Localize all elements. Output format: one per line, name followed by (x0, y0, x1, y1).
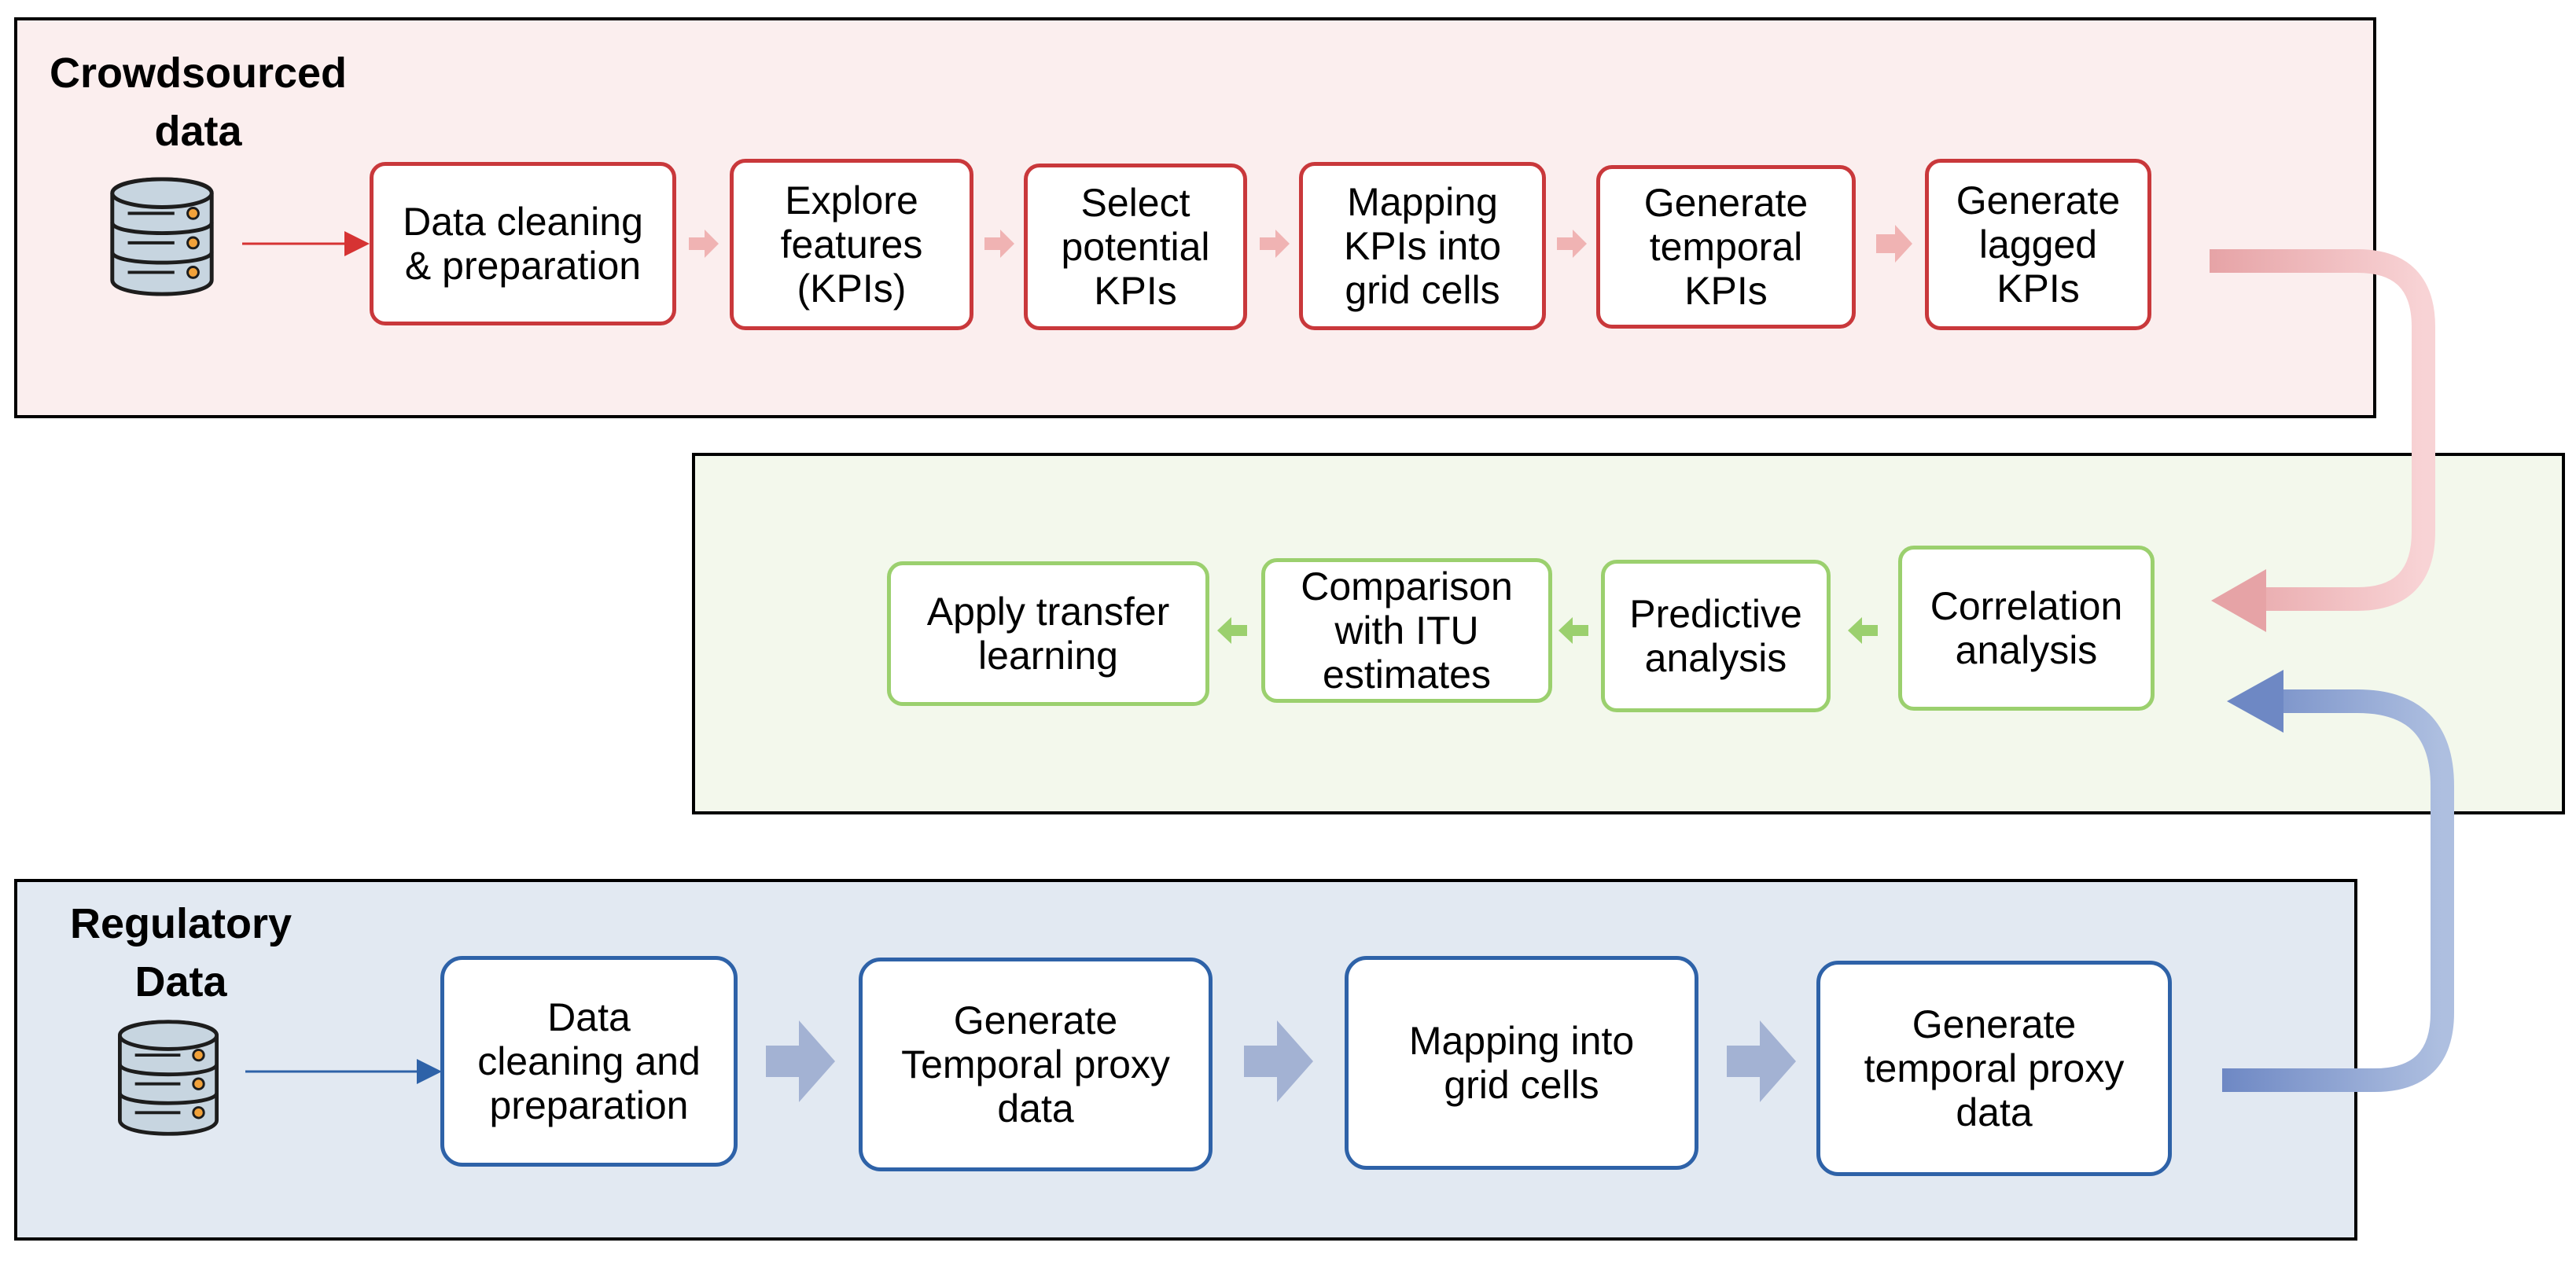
crowd-step-select-kpis: Select potential KPIs (1024, 164, 1247, 330)
crowd-step-mapping-kpis: Mapping KPIs into grid cells (1299, 162, 1546, 330)
crowdsourced-title: Crowdsourced data (49, 50, 348, 155)
database-icon (110, 177, 214, 296)
reg-step-temporal-proxy-2: Generate temporal proxy data (1816, 961, 2172, 1176)
reg-step-temporal-proxy: Generate Temporal proxy data (859, 958, 1213, 1171)
reg-step-data-cleaning: Data cleaning and preparation (440, 956, 738, 1167)
database-icon (117, 1020, 219, 1136)
reg-step-mapping-grid: Mapping into grid cells (1345, 956, 1698, 1170)
crowd-step-temporal-kpis: Generate temporal KPIs (1596, 165, 1856, 329)
analysis-step-transfer-learning: Apply transfer learning (887, 561, 1209, 706)
crowd-step-data-cleaning: Data cleaning & preparation (370, 162, 676, 325)
crowd-step-lagged-kpis: Generate lagged KPIs (1925, 159, 2151, 330)
analysis-step-correlation: Correlation analysis (1898, 546, 2155, 711)
analysis-step-predictive: Predictive analysis (1601, 560, 1831, 712)
crowd-step-explore-features: Explore features (KPIs) (730, 159, 973, 330)
regulatory-title: Regulatory Data (69, 900, 293, 1005)
analysis-step-comparison-itu: Comparison with ITU estimates (1261, 558, 1552, 703)
